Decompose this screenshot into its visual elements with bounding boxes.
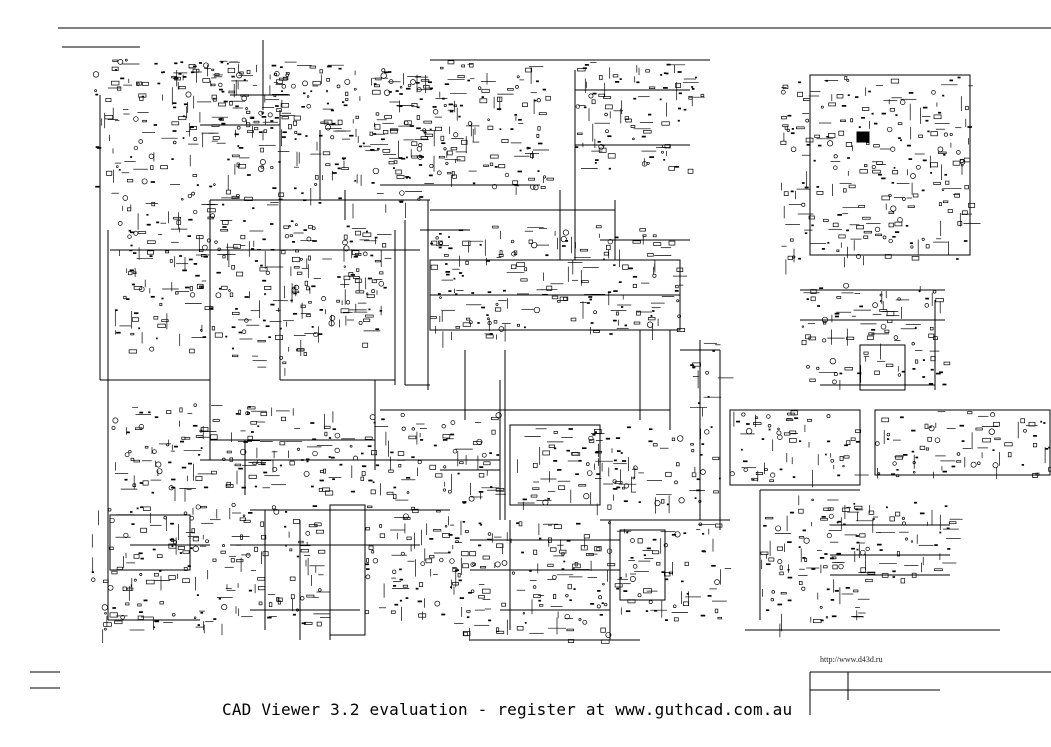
ic-block-center — [429, 259, 681, 331]
evaluation-watermark: CAD Viewer 3.2 evaluation - register at … — [222, 700, 793, 719]
transformer-block — [329, 504, 366, 636]
ic-block-bottom-center — [619, 529, 666, 601]
connector-table — [859, 344, 906, 391]
title-block — [809, 671, 1051, 715]
website-url[interactable]: http://www.d43d.ru — [820, 655, 883, 664]
ic-block-mid — [509, 424, 601, 506]
module-block-right-lower — [874, 409, 1051, 476]
module-block-mid-right — [729, 409, 861, 486]
ic-block-top-right — [809, 74, 971, 256]
